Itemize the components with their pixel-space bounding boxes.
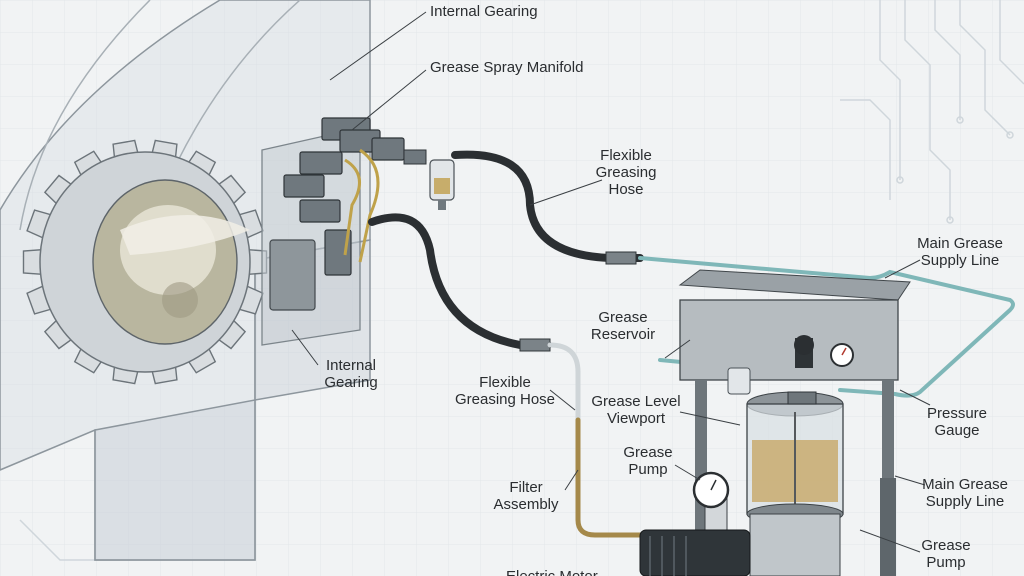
label-filter-assembly: Filter Assembly (486, 479, 566, 513)
lower-flexible-hose (368, 213, 552, 349)
label-main-grease-supply-line-top: Main Grease Supply Line (910, 235, 1010, 269)
label-line: Gauge (934, 422, 980, 439)
label-line: Supply Line (925, 493, 1005, 510)
label-line: Hose (608, 181, 644, 198)
label-main-grease-supply-line-bottom: Main Grease Supply Line (913, 476, 1017, 510)
label-grease-pump-left: Grease Pump (616, 444, 680, 478)
label-line: Flexible (600, 147, 652, 164)
label-line: Pressure (926, 405, 988, 422)
pressure-gauges (727, 335, 854, 395)
label-flexible-greasing-hose-mid: Flexible Greasing Hose (445, 374, 565, 408)
label-grease-reservoir: Grease Reservoir (584, 309, 662, 343)
label-line: Main Grease (922, 476, 1008, 493)
label-pressure-gauge: Pressure Gauge (925, 405, 989, 439)
label-line: Reservoir (590, 326, 656, 343)
label-line: Flexible (479, 374, 531, 391)
label-line: Viewport (606, 410, 666, 427)
label-grease-level-viewport: Grease Level Viewport (590, 393, 682, 427)
label-grease-pump-right: Grease Pump (914, 537, 978, 571)
label-line: Main Grease (917, 235, 1003, 252)
label-line: Grease (598, 309, 648, 326)
label-grease-spray-manifold: Grease Spray Manifold (430, 59, 584, 76)
manifold-assembly (261, 117, 455, 346)
label-line: Pump (926, 554, 966, 571)
label-line: Pump (628, 461, 668, 478)
label-internal-gearing-mid: Internal Gearing (312, 357, 390, 391)
label-line: Grease (921, 537, 971, 554)
pump-motor-unit (639, 471, 751, 576)
internal-gear (22, 139, 268, 385)
reservoir-panel (678, 269, 911, 576)
label-line: Internal (325, 357, 377, 374)
label-line: Assembly (493, 496, 559, 513)
label-line: Grease Level (591, 393, 681, 410)
label-internal-gearing-top: Internal Gearing (430, 3, 538, 20)
label-line: Greasing Hose (454, 391, 556, 408)
label-flexible-greasing-hose-top: Flexible Greasing Hose (590, 147, 662, 198)
upper-flexible-hose (451, 150, 644, 262)
label-line: Greasing (595, 164, 657, 181)
label-line: Supply Line (920, 252, 1000, 269)
label-line: Grease (623, 444, 673, 461)
label-electric-motor: Electric Motor (506, 568, 598, 576)
label-line: Gearing (324, 374, 378, 391)
leader-lines (291, 11, 931, 553)
label-line: Filter (509, 479, 543, 496)
grease-canister (746, 391, 844, 576)
